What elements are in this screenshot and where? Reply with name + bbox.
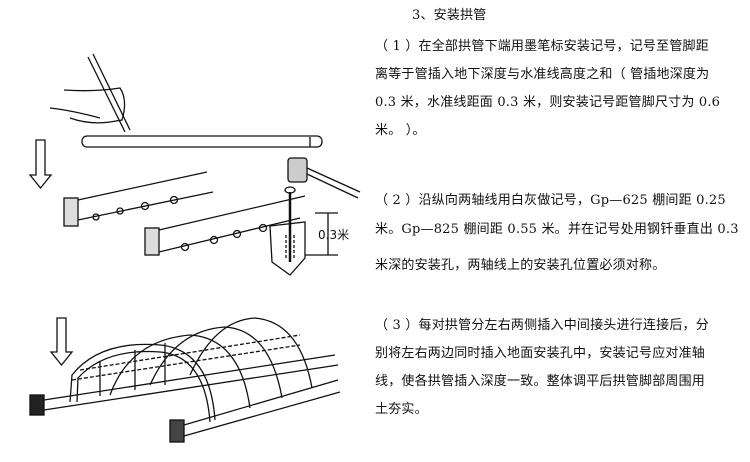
down-arrow-icon [49,317,74,367]
axis-line-drawing-1 [63,171,214,227]
paragraph-2-line: 米。Gp—825 棚间距 0.55 米。并在记号处用钢钎垂直出 0.3 [375,222,739,237]
marking-pipe-drawing [49,53,323,148]
paragraph-3-line: （ 3 ）每对拱管分左右两侧插入中间接头进行连接后，分 [375,318,709,333]
paragraph-1-line: 0.3 米，水准线距面 0.3 米，则安装记号距管脚尺寸为 0.6 [375,95,721,110]
paragraph-3-line: 线，使各拱管插入深度一致。整体调平后拱管脚部周围用 [375,374,706,389]
paragraph-2-line: （ 2 ）沿纵向两轴线用白灰做记号，Gp—625 棚间距 0.25 [375,193,726,208]
axis-line-drawing-2 [144,186,306,276]
paragraph-3-line: 土夯实。 [375,402,428,417]
depth-label: 0.3米 [318,228,349,242]
paragraph-2-line: 米深的安装孔，两轴线上的安装孔位置必须对称。 [375,258,666,273]
arch-frame-drawing [29,317,341,443]
down-arrow-icon [28,139,53,190]
paragraph-1-line: （ 1 ）在全部拱管下端用墨笔标安装记号，记号至管脚距 [375,39,709,54]
section-title: 3、安装拱管 [412,8,487,23]
hammer-icon [287,157,361,199]
paragraph-1-line: 米。 ）。 [375,123,426,138]
paragraph-1-line: 离等于管插入地下深度与水准线高度之和（ 管插地深度为 [375,67,710,82]
paragraph-3-line: 别将左右两边同时插入地面安装孔中，安装记号应对准轴 [375,346,706,361]
depth-dimension: 0.3米 [305,212,349,256]
arch-pipe-installation-illustration: 0.3米 [28,53,361,443]
